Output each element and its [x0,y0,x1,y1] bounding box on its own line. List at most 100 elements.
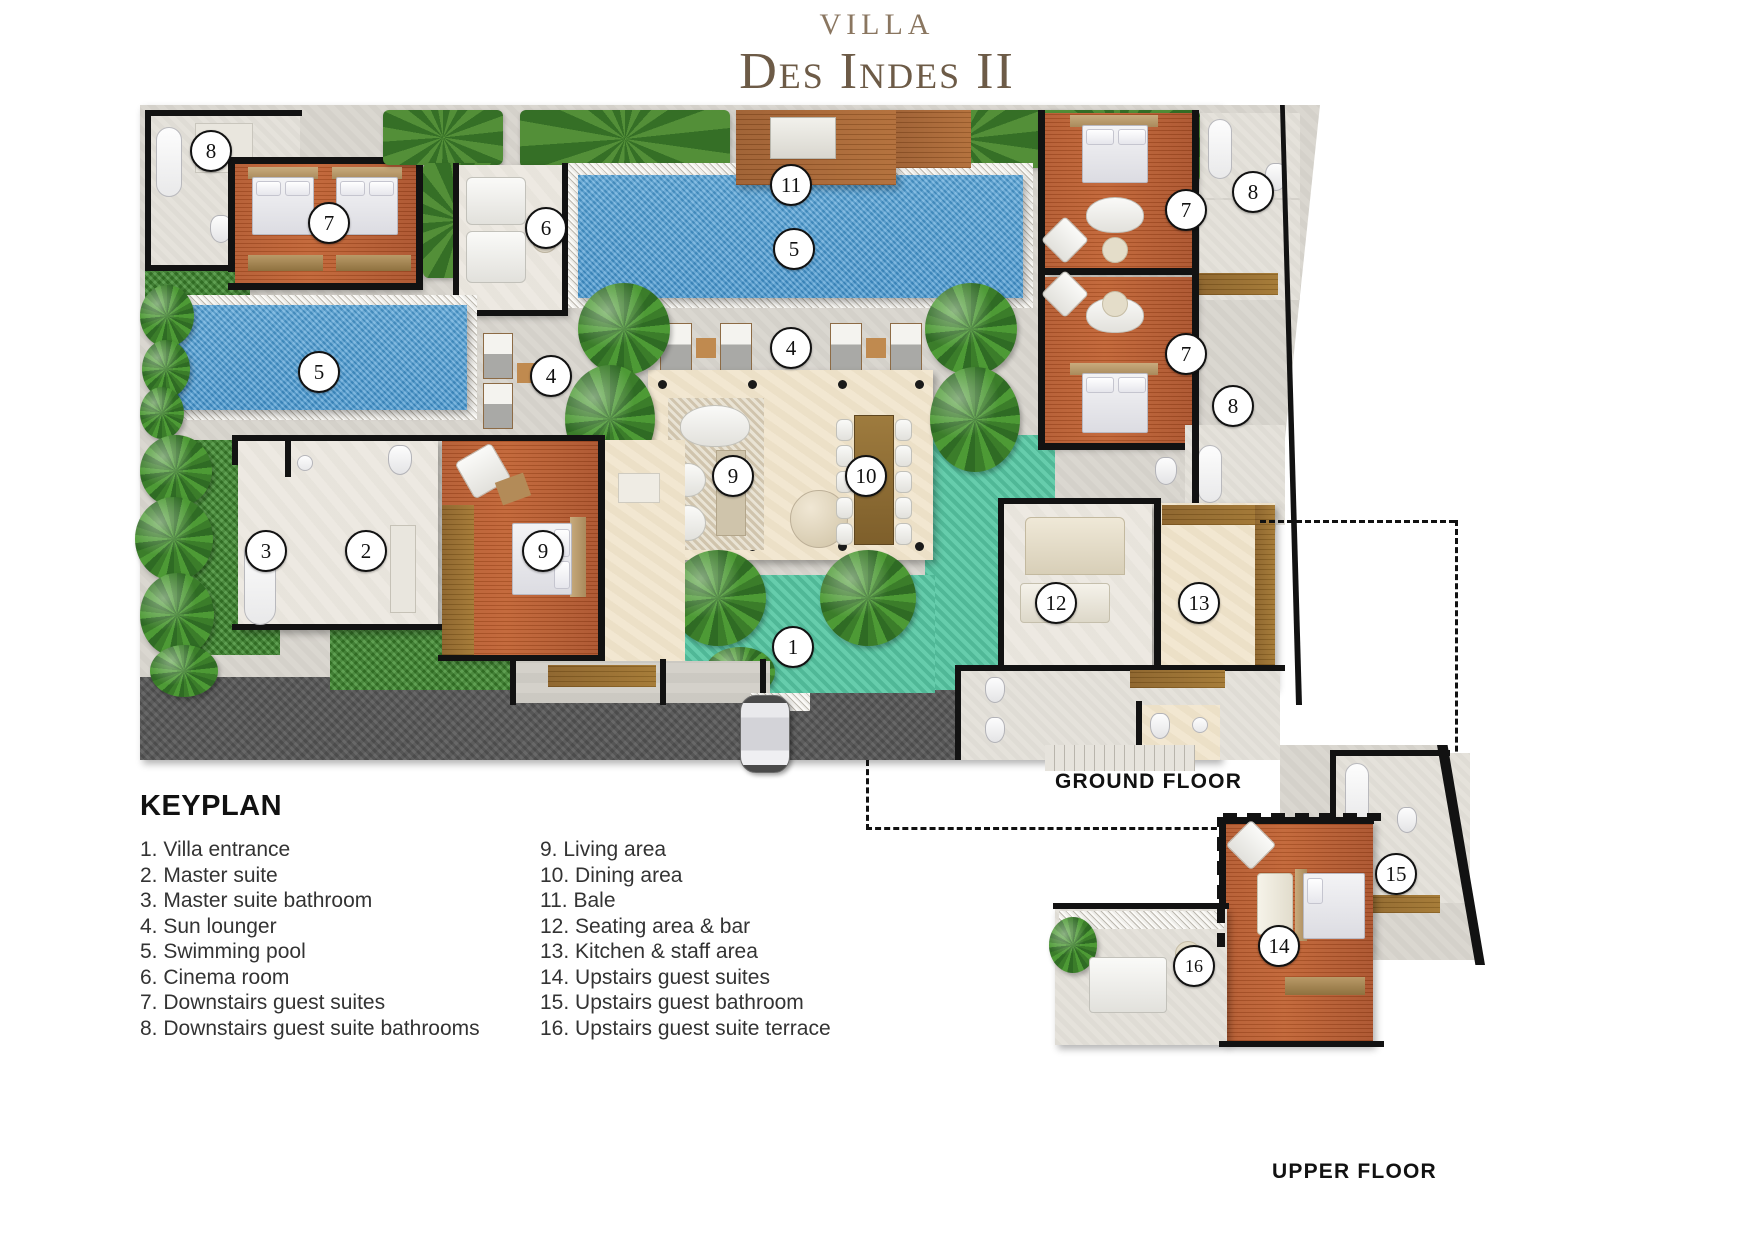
upper-dotted-edge-left [1217,817,1225,947]
master-tree-4 [150,645,218,697]
entrance-wall-3 [760,659,766,705]
master-sink-1 [297,455,313,471]
marker-9-living[interactable]: 9 [712,455,754,497]
parked-car [740,695,790,773]
wall-master-suite-top [438,435,604,441]
wall-cinema-right [562,163,568,315]
dining-chair-r4 [895,497,912,519]
wall-cinema-left [453,163,459,315]
dining-chair-l1 [836,419,853,441]
pillow-b2 [369,181,394,196]
sun-lounger-left-2 [483,383,513,429]
upper-terrace-daybed [1089,957,1167,1013]
marker-4-centre[interactable]: 4 [770,327,812,369]
wall-master-bath-partition [285,435,291,477]
hedge-top-mid [520,110,730,168]
marker-12-bar[interactable]: 12 [1035,582,1077,624]
bale-daybed [770,117,836,159]
pillow-rt-2 [1118,129,1146,145]
master-tree-3 [140,573,214,657]
dining-chair-l4 [836,497,853,519]
corridor-console [618,473,660,503]
ground-floor-label: GROUND FLOOR [1055,770,1243,793]
pillow-rm-1 [1086,377,1114,393]
marker-7-right-mid[interactable]: 7 [1165,333,1207,375]
wall-master-suite-bottom [438,655,604,661]
marker-16-terrace[interactable]: 16 [1173,945,1215,987]
garden-tree-5 [820,550,916,646]
upper-terrace-pebble [1059,911,1224,929]
marker-5-pool-left[interactable]: 5 [298,351,340,393]
keyplan-column-1: 1. Villa entrance 2. Master suite 3. Mas… [140,837,540,1041]
legend-item-12: 12. Seating area & bar [540,914,751,938]
connector-dashed-top [1260,520,1455,523]
bed-headboard-rm [1070,363,1158,375]
legend-item-10: 10. Dining area [540,863,683,887]
upper-wall-bath-top [1330,750,1450,756]
master-suite-door-panel [442,505,474,655]
wall-kitchen-left [1154,498,1161,693]
sidetable-right-mid [1102,291,1128,317]
garden-tree-4 [670,550,766,646]
wall-master-bath-top [232,435,444,441]
chaise-right-top [1086,197,1144,233]
garden-tree-6 [925,283,1017,375]
pavilion-column-8 [915,542,924,551]
pavilion-column-4 [915,380,924,389]
bench-guest7 [248,255,323,271]
legend-item-1: 1. Villa entrance [140,838,291,861]
marker-1-entrance[interactable]: 1 [772,626,814,668]
upper-dotted-edge-top [1223,813,1383,821]
service-wood-band [1130,670,1225,688]
wall-staff-bath [1136,701,1142,761]
wall-right-top-bottom [1038,268,1198,275]
marker-10-dining[interactable]: 10 [845,455,887,497]
marker-14-upper-suite[interactable]: 14 [1258,925,1300,967]
marker-13-kitchen[interactable]: 13 [1178,582,1220,624]
wall-right-mid-bottom [1038,443,1198,450]
wall-master-bath-bottom [232,624,444,630]
legend-item-14: 14. Upstairs guest suites [540,965,770,989]
master-bed-headboard [570,517,586,597]
pillow-rt-1 [1086,129,1114,145]
keyplan-heading: KEYPLAN [140,790,283,822]
marker-8-right-low[interactable]: 8 [1212,385,1254,427]
pavilion-column-7 [838,542,847,551]
dining-chair-r5 [895,523,912,545]
marker-5-pool-top[interactable]: 5 [773,228,815,270]
keyplan-columns: 1. Villa entrance 2. Master suite 3. Mas… [140,837,880,1041]
page-title: Des Indes II [739,43,1015,100]
wall-service-left [955,665,961,760]
wall-right-top-left [1038,110,1045,275]
marker-3-master-bath[interactable]: 3 [245,530,287,572]
marker-6-cinema[interactable]: 6 [525,207,567,249]
pavilion-column-2 [748,380,757,389]
entrance-wall-2 [660,659,666,705]
staff-toilet-2 [985,717,1005,743]
garden-tree-1 [578,283,670,375]
marker-8-right-top[interactable]: 8 [1232,171,1274,213]
marker-7-right-top[interactable]: 7 [1165,189,1207,231]
bed-headboard-a [248,167,318,179]
marker-4-left[interactable]: 4 [530,355,572,397]
lounger-table-c1 [696,338,716,358]
marker-11-bale[interactable]: 11 [770,164,812,206]
bed-headboard-rt [1070,115,1158,127]
wall-master-suite-right [598,435,605,661]
marker-2-master[interactable]: 2 [345,530,387,572]
wall-bar-top [998,498,1158,504]
wall-guest7-left-right [416,157,423,290]
marker-8-left[interactable]: 8 [190,130,232,172]
marker-7-left[interactable]: 7 [308,202,350,244]
dining-chair-r2 [895,445,912,467]
master-tree-2 [135,497,213,581]
pavilion-column-3 [838,380,847,389]
legend-item-6: 6. Cinema room [140,965,290,989]
marker-15-upper-bath[interactable]: 15 [1375,853,1417,895]
marker-9-corridor[interactable]: 9 [522,530,564,572]
pillow-a1 [256,181,281,196]
sun-lounger-c4 [890,323,922,371]
connector-dashed-bottom [866,827,1226,830]
lounger-table-c2 [866,338,886,358]
staff-sink [1192,717,1208,733]
